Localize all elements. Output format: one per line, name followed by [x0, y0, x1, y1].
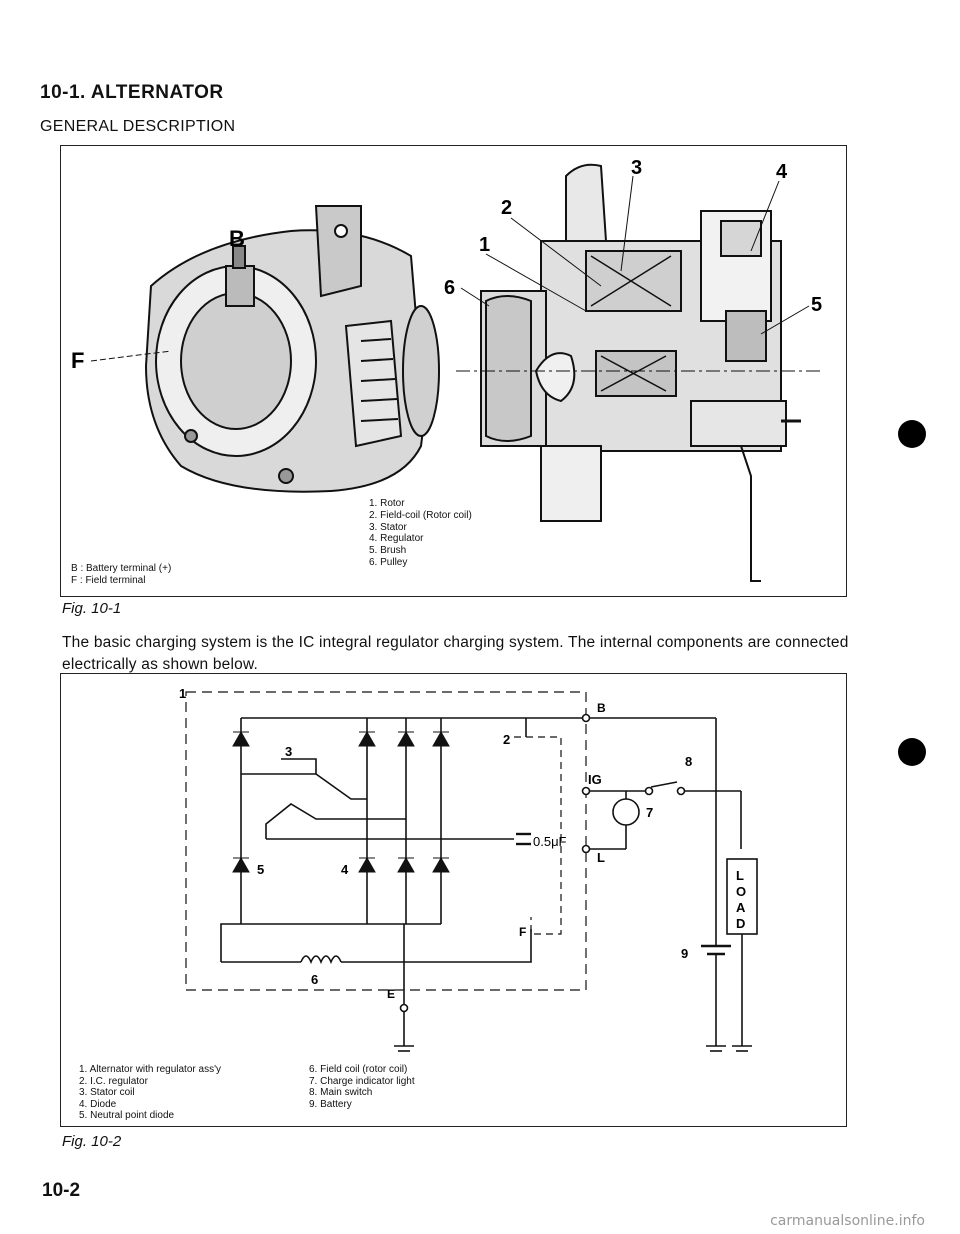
load-letter: L [736, 868, 744, 883]
watermark-footer: carmanualsonline.info [770, 1213, 925, 1229]
figure-charging-circuit: 1 2 3 4 5 6 7 8 9 B IG L F E 0.5μF L O A… [60, 673, 847, 1127]
figure-alternator-illustration: B F 1 2 3 4 5 6 B : Battery terminal (+)… [60, 145, 847, 597]
legend-item: 4. Diode [79, 1098, 117, 1110]
circuit-legend-right: 6. Field coil (rotor coil) 7. Charge ind… [309, 1064, 415, 1110]
callout-b: B [229, 226, 245, 251]
callout-6: 6 [444, 277, 455, 299]
terminal-e-label: E [387, 987, 395, 1001]
legend-item: 3. Stator coil [79, 1087, 135, 1098]
legend-item: 5. Neutral point diode [79, 1110, 175, 1121]
load-letter: O [736, 884, 746, 899]
alternator-exterior-view [144, 205, 440, 493]
legend-item: 4. Regulator [369, 533, 424, 545]
alternator-cross-section [480, 163, 801, 582]
parts-legend: 1. Rotor 2. Field-coil (Rotor coil) 3. S… [369, 498, 472, 569]
label-6: 6 [311, 972, 318, 987]
callout-1: 1 [479, 234, 490, 256]
label-8: 8 [685, 754, 692, 769]
legend-item: 9. Battery [309, 1098, 352, 1110]
terminal-legend: B : Battery terminal (+) F : Field termi… [71, 563, 171, 586]
binder-hole-dot [898, 738, 926, 766]
label-1: 1 [179, 686, 186, 701]
callout-4: 4 [776, 161, 788, 183]
legend-item: B : Battery terminal (+) [71, 563, 172, 574]
terminal-ig-label: IG [588, 772, 602, 787]
terminal-f-label: F [519, 925, 526, 939]
load-letter: A [736, 900, 746, 915]
legend-item: 7. Charge indicator light [309, 1075, 415, 1087]
legend-item: 6. Pulley [369, 556, 408, 568]
legend-item: 2. Field-coil (Rotor coil) [369, 509, 472, 521]
section-subtitle: GENERAL DESCRIPTION [40, 118, 236, 135]
body-paragraph: The basic charging system is the IC inte… [62, 634, 849, 673]
legend-item: 2. I.C. regulator [79, 1075, 148, 1087]
callout-3: 3 [631, 157, 642, 179]
label-9: 9 [681, 946, 688, 961]
callout-2: 2 [501, 197, 512, 219]
label-3: 3 [285, 744, 292, 759]
section-title: 10-1. ALTERNATOR [40, 82, 224, 103]
figure-caption: Fig. 10-1 [62, 600, 122, 617]
binder-hole-dot [898, 420, 926, 448]
capacitor-label: 0.5μF [533, 834, 567, 849]
load-letter: D [736, 916, 745, 931]
label-4: 4 [341, 862, 349, 877]
page-number: 10-2 [42, 1180, 81, 1201]
legend-item: 1. Rotor [369, 498, 405, 509]
legend-item: 3. Stator [369, 521, 407, 533]
charging-circuit-diagram: 1 2 3 4 5 6 7 8 9 B IG L F E 0.5μF L O A… [179, 686, 758, 1052]
label-2: 2 [503, 732, 510, 747]
figure-caption: Fig. 10-2 [62, 1133, 122, 1150]
label-5: 5 [257, 862, 264, 877]
alternator-drawing: B F 1 2 3 4 5 6 [71, 157, 822, 582]
legend-item: 1. Alternator with regulator ass'y [79, 1064, 221, 1075]
label-7: 7 [646, 805, 653, 820]
callout-5: 5 [811, 294, 822, 316]
terminal-l-label: L [597, 850, 605, 865]
legend-item: F : Field terminal [71, 574, 146, 586]
legend-item: 6. Field coil (rotor coil) [309, 1064, 408, 1075]
circuit-legend-left: 1. Alternator with regulator ass'y 2. I.… [79, 1064, 221, 1122]
callout-f: F [71, 348, 84, 373]
legend-item: 5. Brush [369, 545, 407, 557]
terminal-b-label: B [597, 701, 606, 715]
legend-item: 8. Main switch [309, 1087, 373, 1098]
